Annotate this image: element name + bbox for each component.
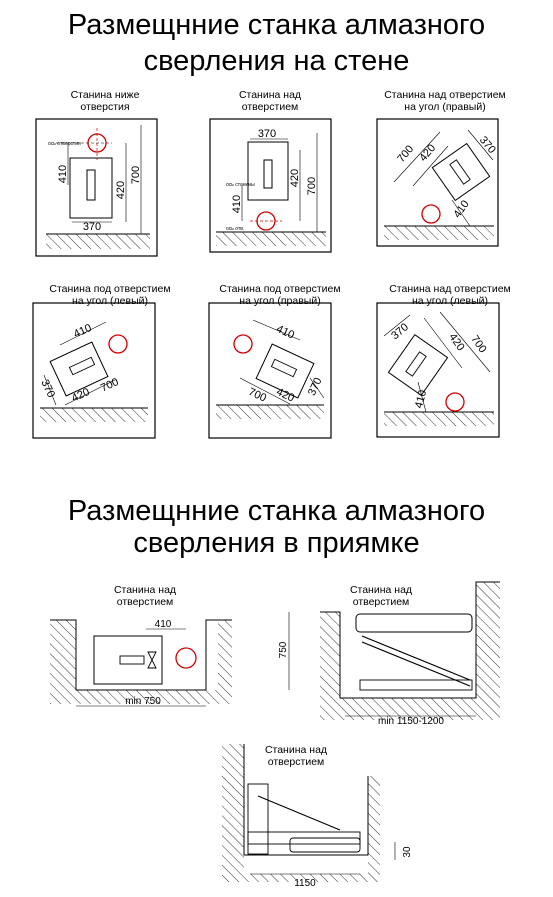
panel4-hole — [108, 334, 128, 354]
pit-panel2-drawing — [288, 581, 500, 720]
pit1-dim-min750: min 750 — [125, 696, 161, 707]
panel2-dim-370: 370 — [258, 128, 276, 140]
section1-title-line2: сверления на стене — [143, 45, 410, 77]
svg-text:ось отв.: ось отв. — [226, 226, 244, 232]
panel6-dim-410: 410 — [413, 389, 429, 410]
panel6-dim-370: 370 — [389, 321, 411, 342]
panel3-dim-410: 410 — [451, 198, 471, 220]
pit3-rail — [247, 831, 361, 845]
panel4-frame-bed — [49, 341, 109, 397]
panel2-drawing: ось станины ось отв. — [209, 118, 332, 253]
panel4-dim-420: 420 — [70, 386, 92, 405]
svg-text:ось отверстия: ось отверстия — [48, 141, 81, 147]
panel3-frame-bed — [431, 142, 491, 202]
pit3-dim-30: 30 — [402, 846, 413, 858]
panel5-dim-420: 420 — [274, 386, 296, 405]
panel1-dim-700: 700 — [130, 166, 142, 184]
section2-title-line1: Размещнние станка алмазного — [67, 495, 486, 527]
panel6-dim-420: 420 — [446, 331, 466, 353]
panel3-drawing — [376, 118, 499, 247]
panel4-frame — [32, 302, 156, 439]
section1-title-line1: Размещнние станка алмазного — [67, 9, 486, 41]
pit2-dim-750: 750 — [278, 641, 289, 658]
panel1-floor — [46, 234, 150, 249]
panel4-dim-410: 410 — [72, 322, 94, 341]
panel5-hole — [233, 334, 253, 354]
panel1-drawing: ось отверстия — [35, 118, 158, 257]
panel2-axis-note: ось станины — [226, 182, 255, 188]
pit-panel1-drawing — [50, 619, 232, 707]
panel6-hole — [445, 392, 465, 412]
pit1-frame-bed — [93, 635, 163, 685]
pit2-dim-min: min 1150-1200 — [378, 716, 444, 727]
panel2-dim-420: 420 — [289, 169, 301, 187]
panel3-hole — [421, 204, 441, 224]
pit1-dim-410: 410 — [155, 619, 172, 630]
pit-panel3-drawing — [222, 744, 396, 882]
panel2-dim-700: 700 — [306, 177, 318, 195]
pit2-motor — [355, 613, 473, 633]
panel1-frame — [35, 118, 158, 257]
pit3-motor — [289, 837, 361, 853]
pit3-dim-1150: 1150 — [294, 878, 316, 889]
panel5-drawing — [208, 302, 332, 439]
panel5-frame-bed — [255, 343, 315, 399]
panel5-dim-410: 410 — [274, 323, 296, 342]
section2-title-line2: сверления в приямке — [133, 527, 420, 559]
panel5-dim-370: 370 — [306, 376, 325, 398]
panel6-dim-700: 700 — [468, 333, 488, 355]
panel6-drawing — [376, 302, 500, 438]
panel2-frame — [209, 118, 332, 253]
pit1-hole — [175, 647, 197, 669]
panel3-frame — [376, 118, 499, 247]
panel4-drawing — [32, 302, 156, 439]
panel1-dim-420: 420 — [115, 181, 127, 199]
panel4-dim-370: 370 — [38, 378, 57, 400]
panel6-frame — [376, 302, 500, 438]
panel2-dim-410: 410 — [231, 195, 243, 213]
panel2-frame-bed — [247, 141, 289, 201]
panel1-dim-410: 410 — [57, 165, 69, 183]
panel3-dim-370: 370 — [477, 134, 498, 156]
panel1-frame-bed — [69, 157, 113, 219]
panel1-dim-370: 370 — [83, 221, 101, 233]
panel5-dim-700: 700 — [246, 386, 268, 405]
panel6-frame-bed — [387, 333, 449, 397]
panel5-frame — [208, 302, 332, 439]
